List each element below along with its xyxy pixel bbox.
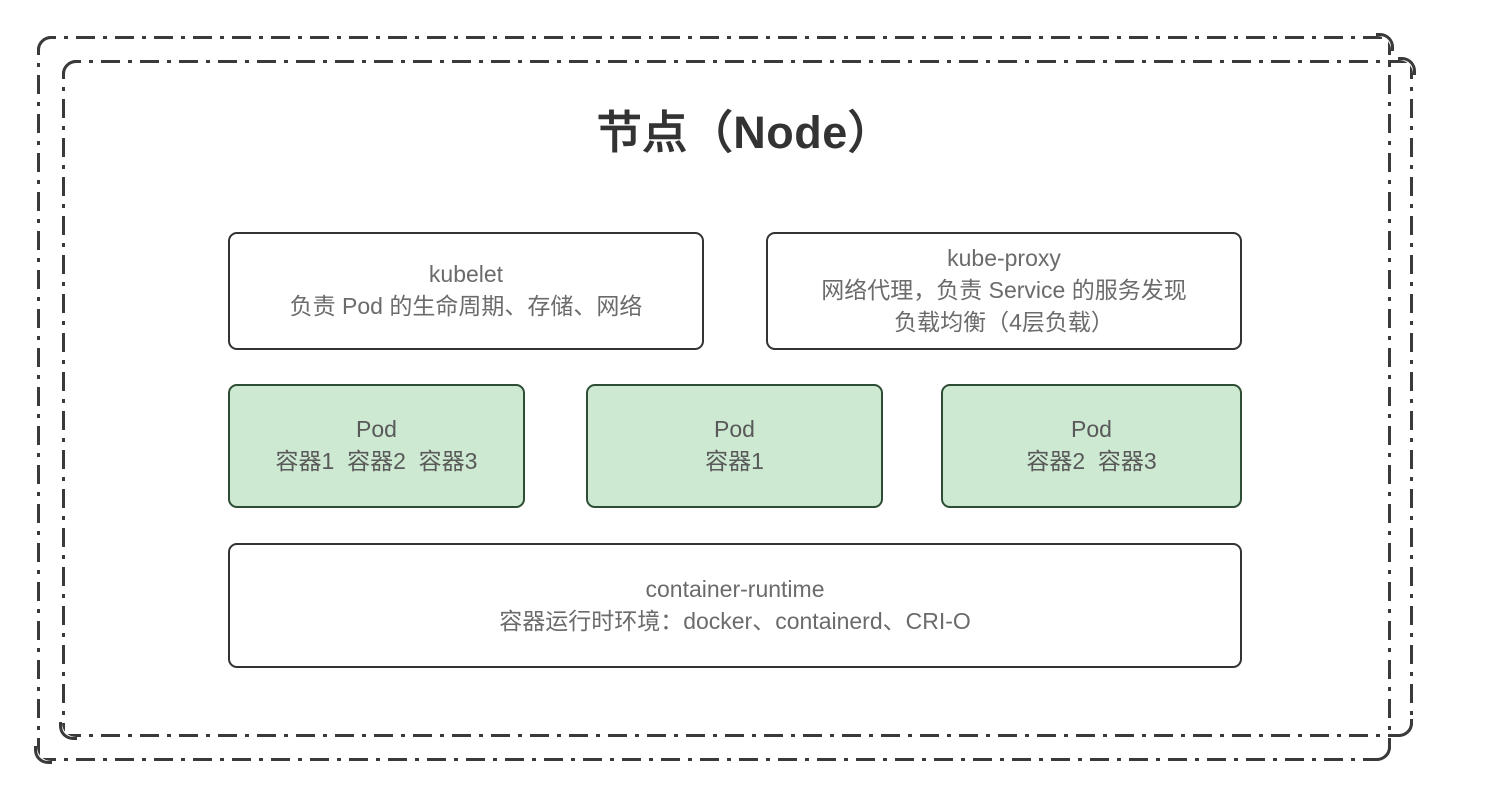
- pod-containers: 容器1 容器2 容器3: [275, 448, 478, 474]
- page-title: 节点（Node）: [596, 107, 894, 158]
- kube-proxy-description-line-1: 网络代理，负责 Service 的服务发现: [821, 277, 1187, 304]
- pod-name: Pod: [356, 416, 397, 443]
- pod-containers: 容器1: [705, 448, 764, 474]
- component-box-pod: Pod 容器1 容器2 容器3: [228, 384, 525, 508]
- component-box-pod: Pod 容器1: [586, 384, 883, 508]
- component-box-container-runtime: container-runtime 容器运行时环境：docker、contain…: [228, 543, 1242, 668]
- pod-containers: 容器2 容器3: [1026, 448, 1157, 474]
- component-box-pod: Pod 容器2 容器3: [941, 384, 1242, 508]
- kubelet-description: 负责 Pod 的生命周期、存储、网络: [289, 293, 643, 319]
- component-box-kubelet: kubelet 负责 Pod 的生命周期、存储、网络: [228, 232, 704, 350]
- container-runtime-name: container-runtime: [645, 575, 825, 602]
- pod-name: Pod: [1071, 416, 1112, 443]
- pod-name: Pod: [714, 416, 755, 443]
- kube-proxy-description-line-2: 负载均衡（4层负载）: [894, 308, 1114, 335]
- component-box-kube-proxy: kube-proxy 网络代理，负责 Service 的服务发现 负载均衡（4层…: [766, 232, 1242, 350]
- container-runtime-description: 容器运行时环境：docker、containerd、CRI-O: [499, 607, 971, 634]
- kube-proxy-name: kube-proxy: [947, 245, 1061, 272]
- kubelet-name: kubelet: [428, 261, 504, 288]
